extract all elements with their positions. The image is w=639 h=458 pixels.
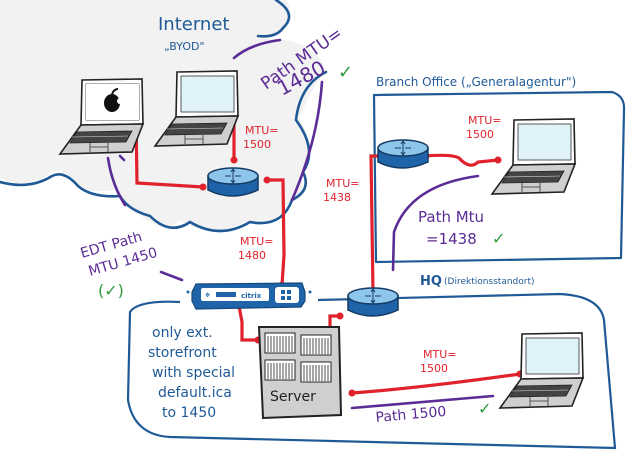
mtu-label-branch-wan: MTU= <box>326 177 359 190</box>
link-server-laptop <box>350 372 522 395</box>
note-line-3: with special <box>152 365 235 381</box>
internet-subtitle: „BYOD" <box>164 40 205 53</box>
link-hq-branch <box>369 154 386 294</box>
check-internet-icon: ✓ <box>338 62 353 83</box>
hq-laptop[interactable] <box>499 332 584 409</box>
link-netscaler-server <box>237 304 260 342</box>
mtu-value-branch-lan: 1500 <box>466 128 494 141</box>
path-lines <box>106 38 495 410</box>
mtu-label-internet: MTU= <box>245 124 278 137</box>
branch-laptop[interactable] <box>491 118 576 195</box>
mtu-value-branch-wan: 1438 <box>323 191 351 204</box>
server[interactable]: Server <box>257 326 343 420</box>
check-hq-icon: ✓ <box>478 399 491 418</box>
hq-subtitle: (Direktionsstandort) <box>444 277 535 287</box>
mtu-value-hq-lan: 1500 <box>420 362 448 375</box>
citrix-brand-label: citrix <box>241 292 262 300</box>
internet-router[interactable] <box>207 167 259 197</box>
mtu-label-hq-lan: MTU= <box>423 348 456 361</box>
branch-office-zone: Branch Office („Generalagentur") <box>372 75 626 264</box>
path-hq-label: Path 1500 <box>375 404 447 426</box>
branch-router[interactable] <box>377 139 429 169</box>
internet-title: Internet <box>158 14 229 35</box>
mtu-label-branch-lan: MTU= <box>468 114 501 127</box>
link-branch-laptop <box>423 153 500 167</box>
netscaler-fan-icon: ✥ <box>205 292 210 299</box>
note-line-2: storefront <box>148 345 217 361</box>
link-router-netscaler <box>265 178 286 287</box>
hq-router[interactable] <box>347 287 399 317</box>
check-edt-icon: (✓) <box>98 281 124 300</box>
server-label: Server <box>270 389 316 405</box>
path-branch-line1: Path Mtu <box>418 208 484 226</box>
mtu-value-netscaler: 1480 <box>238 249 266 262</box>
storefront-note: only ext. storefront with special defaul… <box>148 325 235 421</box>
mtu-labels: MTU= 1500 MTU= 1480 MTU= 1438 MTU= 1500 … <box>238 114 501 375</box>
mtu-value-internet: 1500 <box>243 138 271 151</box>
mac-laptop[interactable] <box>59 78 144 155</box>
note-line-1: only ext. <box>152 325 213 341</box>
hq-zone: HQ (Direktionsstandort) <box>126 274 617 450</box>
internet-cloud: Internet „BYOD" <box>0 0 328 233</box>
path-branch-line2: =1438 <box>426 230 477 248</box>
apple-logo-icon <box>104 88 123 112</box>
branch-office-title: Branch Office („Generalagentur") <box>376 75 576 89</box>
mtu-label-netscaler: MTU= <box>240 235 273 248</box>
note-line-4: default.ica <box>158 385 232 401</box>
note-line-5: to 1450 <box>162 405 216 421</box>
hq-title: HQ <box>420 274 442 289</box>
check-branch-icon: ✓ <box>492 229 505 248</box>
citrix-netscaler-appliance[interactable]: ✥ citrix <box>186 282 312 310</box>
